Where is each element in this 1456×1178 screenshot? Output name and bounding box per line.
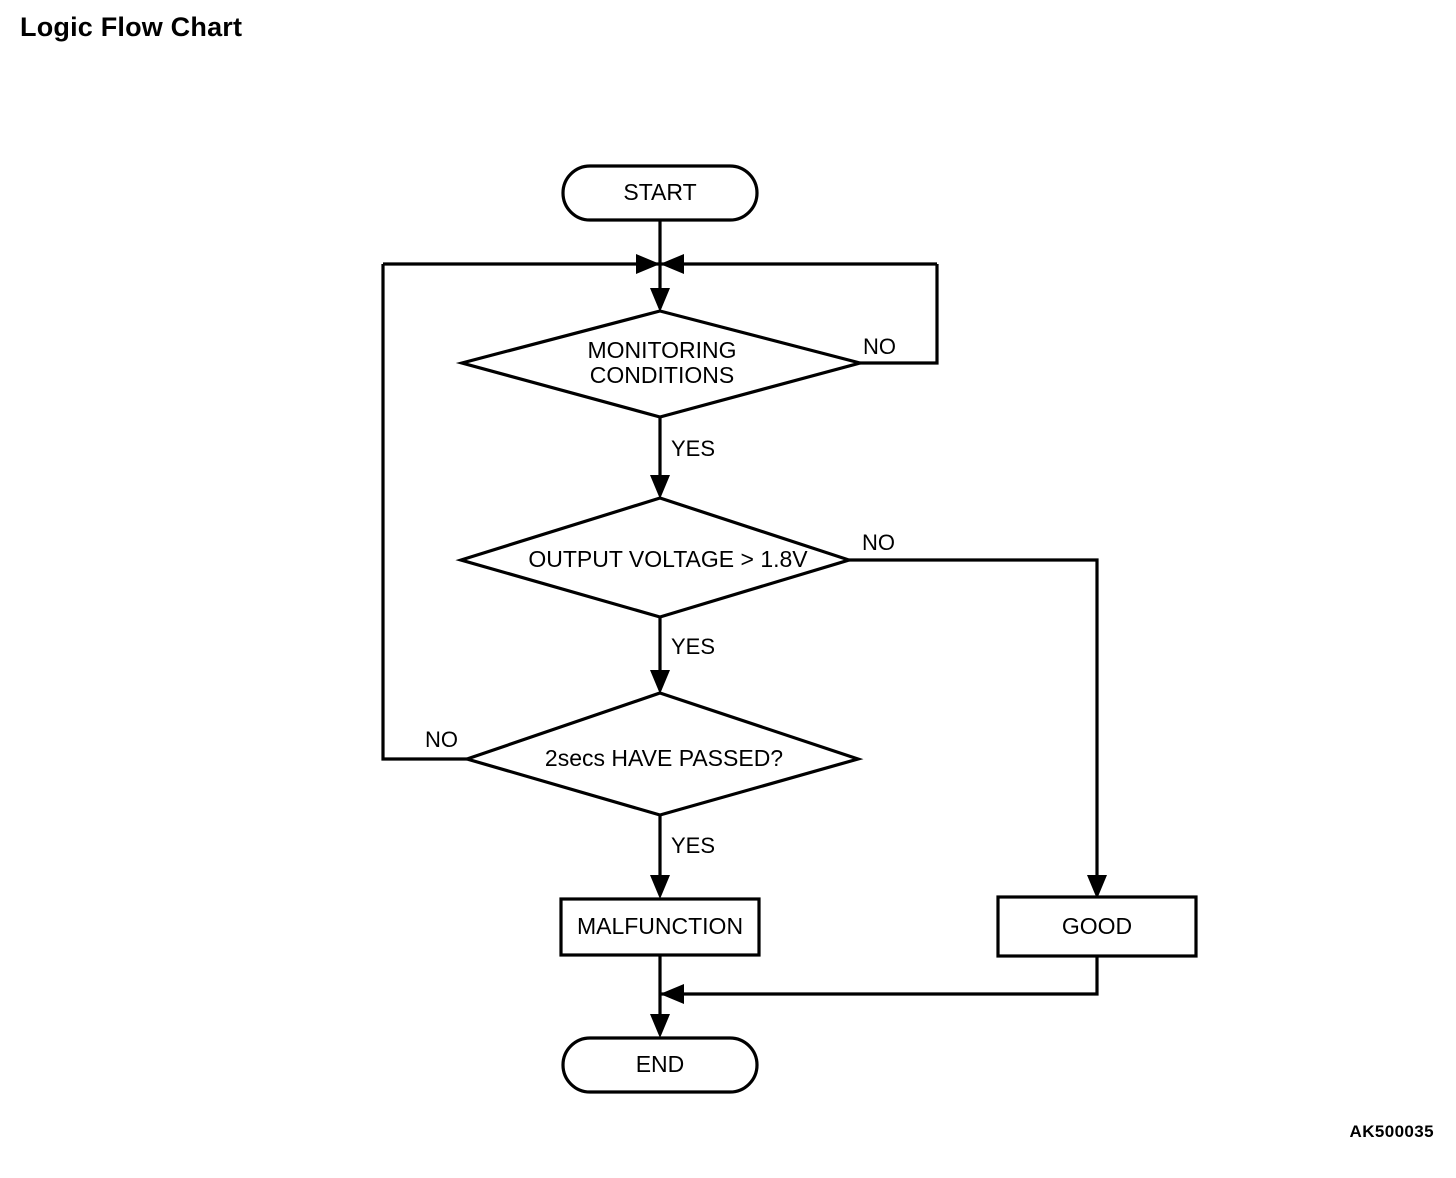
arrowhead-good-merge xyxy=(660,984,684,1004)
node-malfunction[interactable] xyxy=(559,897,761,957)
node-start[interactable] xyxy=(561,164,759,222)
node-good-label: GOOD xyxy=(1062,913,1132,939)
node-monitoring-label-line1: MONITORING xyxy=(587,337,736,363)
arrowhead-monitoring-no-into-junction xyxy=(660,254,684,274)
branch-label-voltage-no: NO xyxy=(862,530,895,555)
branch-label-voltage-yes: YES xyxy=(671,634,715,659)
node-output-voltage-label: OUTPUT VOLTAGE > 1.8V xyxy=(528,546,808,572)
branch-label-timer-no: NO xyxy=(425,727,458,752)
node-end[interactable] xyxy=(561,1036,759,1094)
arrowhead-into-voltage xyxy=(650,475,670,499)
connector-timer-no-path xyxy=(381,264,467,761)
arrowhead-into-monitoring xyxy=(650,288,670,312)
arrowhead-timer-no-into-junction xyxy=(636,254,660,274)
branch-label-monitoring-no: NO xyxy=(863,334,896,359)
connector-good-to-end xyxy=(660,956,1099,996)
node-timer-check[interactable] xyxy=(461,691,864,817)
node-end-label: END xyxy=(636,1051,685,1077)
node-good[interactable] xyxy=(996,895,1198,958)
arrowhead-into-timer xyxy=(650,670,670,694)
page-title: Logic Flow Chart xyxy=(20,12,243,42)
arrowhead-into-malfunction xyxy=(650,875,670,899)
node-monitoring-conditions[interactable] xyxy=(455,309,867,419)
branch-label-timer-yes: YES xyxy=(671,833,715,858)
arrowhead-into-good xyxy=(1087,875,1107,899)
connector-voltage-no-path xyxy=(849,558,1099,893)
branch-label-monitoring-yes: YES xyxy=(671,436,715,461)
node-monitoring-label-line2: CONDITIONS xyxy=(590,362,734,388)
node-malfunction-label: MALFUNCTION xyxy=(577,913,743,939)
arrowhead-into-end xyxy=(650,1014,670,1038)
node-start-label: START xyxy=(623,179,696,205)
node-output-voltage[interactable] xyxy=(455,496,855,619)
connector-monitoring-no-path xyxy=(860,264,939,365)
node-timer-check-label: 2secs HAVE PASSED? xyxy=(545,745,783,771)
figure-code: AK500035 xyxy=(1349,1122,1434,1141)
